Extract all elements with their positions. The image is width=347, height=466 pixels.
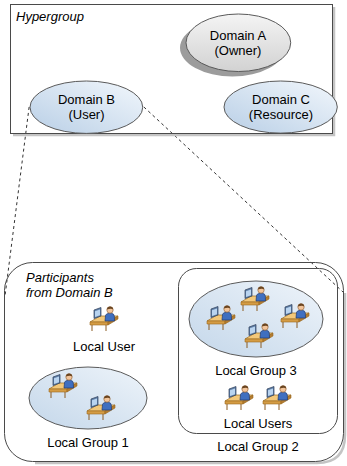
ellipse-body <box>189 281 323 357</box>
node-label: Local Group 1 <box>47 435 129 450</box>
ellipse-body <box>224 81 337 133</box>
ellipse-body <box>30 81 143 133</box>
text-holder: Domain C (Resource) <box>223 80 338 134</box>
box-border <box>11 5 333 134</box>
text-holder: Local Group 2 <box>138 437 347 455</box>
box-shadow <box>13 7 334 135</box>
hypergroup-box: HypergroupDomain A (Owner) Domain B (User… <box>10 4 333 134</box>
participant-label: Local Users <box>224 416 293 431</box>
user-icon <box>241 287 269 311</box>
text-holder: Hypergroup <box>16 7 84 25</box>
text-holder: Domain B (User) <box>29 80 144 134</box>
node-label: Domain B (User) <box>51 92 121 122</box>
text-holder: Local User <box>44 337 164 355</box>
node-label: Domain C (Resource) <box>246 92 316 122</box>
user-icon <box>263 386 291 410</box>
node-label: Domain A (Owner) <box>203 28 273 58</box>
domain-ellipse: Domain A (Owner) <box>185 13 292 73</box>
text-holder: Local Group 1 <box>0 433 188 451</box>
participant-label: Local User <box>73 339 135 354</box>
group-title: Hypergroup <box>16 9 84 24</box>
text-holder: Participants from Domain B <box>26 270 118 301</box>
box-border <box>5 263 344 462</box>
local-group-box: Local Group 2Local Group 3 <box>178 268 338 434</box>
domain-ellipse: Domain B (User) <box>29 80 144 134</box>
domain-ellipse: Domain C (Resource) <box>223 80 338 134</box>
local-group-ellipse: Local Group 1 <box>28 366 148 430</box>
node-label: Local Group 2 <box>217 439 299 454</box>
node-label: Local Group 3 <box>215 363 297 378</box>
ellipse-body <box>186 14 291 72</box>
user-icon <box>87 396 115 420</box>
user-icon <box>207 306 235 330</box>
user-icon <box>245 324 273 348</box>
text-holder: Local Users <box>198 414 318 432</box>
participants-box: Participants from Domain BLocal Group 2L… <box>4 262 344 462</box>
box-border <box>179 269 338 434</box>
ellipse-body <box>29 367 147 429</box>
user-icon <box>90 307 118 331</box>
user-icon <box>281 304 309 328</box>
text-holder: Local Group 3 <box>148 361 347 379</box>
user-icon <box>225 386 253 410</box>
user-icon <box>49 374 77 398</box>
text-holder: Domain A (Owner) <box>185 13 292 73</box>
ellipse-outline <box>28 366 148 430</box>
group-title: Participants from Domain B <box>26 270 118 300</box>
